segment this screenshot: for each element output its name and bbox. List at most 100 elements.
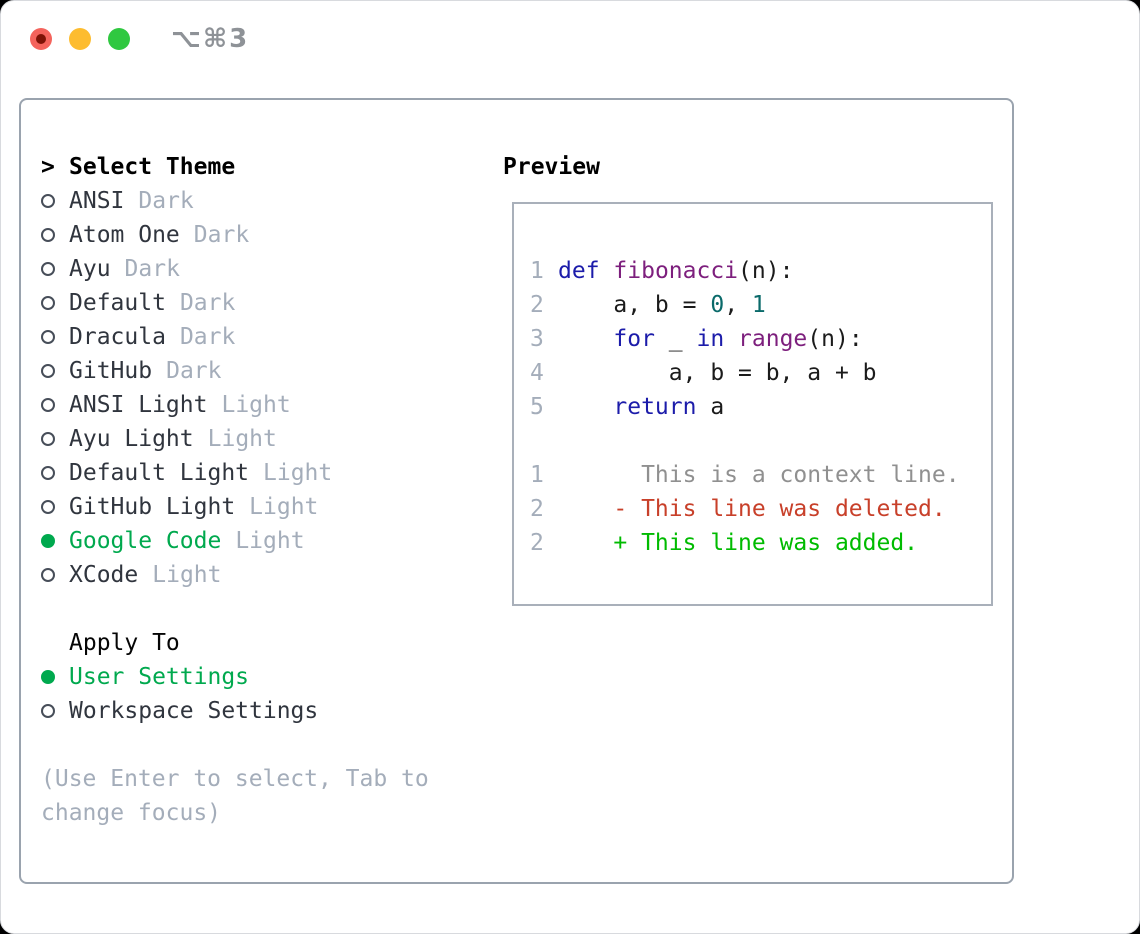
radio-selected-icon <box>41 670 55 684</box>
radio-unselected-icon <box>41 228 55 242</box>
line-number: 4 <box>530 360 544 386</box>
radio-marker <box>41 184 69 218</box>
line-number: 3 <box>530 326 544 352</box>
code-segment: range <box>738 326 808 352</box>
theme-name-label: GitHub Light <box>69 494 236 520</box>
minimize-button[interactable] <box>69 28 91 50</box>
code-line: 2 - This line was deleted. <box>530 492 991 526</box>
radio-unselected-icon <box>41 568 55 582</box>
theme-variant-label: Dark <box>138 188 194 214</box>
zoom-button[interactable] <box>108 28 130 50</box>
radio-unselected-icon <box>41 466 55 480</box>
radio-unselected-icon <box>41 262 55 276</box>
theme-name-label: Ayu <box>69 256 111 282</box>
apply-option-workspace-settings[interactable]: Workspace Settings <box>41 694 429 728</box>
theme-variant-label: Dark <box>193 222 250 248</box>
radio-unselected-icon <box>41 704 55 718</box>
theme-name-label: GitHub <box>69 358 153 384</box>
apply-option-user-settings[interactable]: User Settings <box>41 660 429 694</box>
theme-variant-label: Dark <box>124 256 180 282</box>
code-segment: 0 <box>710 292 725 318</box>
radio-marker <box>41 422 69 456</box>
apply-option-label: Workspace Settings <box>69 698 319 724</box>
code-segment <box>600 254 614 288</box>
code-segment: a, b = <box>558 292 711 318</box>
radio-marker <box>41 660 69 694</box>
code-segment: - This line was deleted. <box>558 496 946 522</box>
close-button[interactable] <box>30 28 52 50</box>
code-segment: a <box>696 394 725 420</box>
prompt-icon: > <box>41 154 55 180</box>
theme-name-label: Default <box>69 290 166 316</box>
theme-variant-label: Light <box>221 392 291 418</box>
code-segment: return <box>613 394 697 420</box>
theme-name-label: Atom One <box>69 222 180 248</box>
code-line: 2 + This line was added. <box>530 526 991 560</box>
theme-name-label: Google Code <box>69 528 222 554</box>
apply-to-header: Apply To <box>41 626 429 660</box>
radio-marker <box>41 558 69 592</box>
theme-name-label: XCode <box>69 562 139 588</box>
code-segment: a, b = b, a + b <box>558 360 877 386</box>
radio-marker <box>41 252 69 286</box>
theme-option-ayu[interactable]: Ayu Dark <box>41 252 429 286</box>
theme-select-header-label: Select Theme <box>69 154 236 180</box>
theme-option-ansi-light[interactable]: ANSI Light Light <box>41 388 429 422</box>
theme-variant-label: Light <box>207 426 277 452</box>
code-segment <box>558 390 613 424</box>
code-segment: This is a context line. <box>558 462 960 488</box>
line-number: 2 <box>530 292 544 318</box>
theme-name-label: ANSI Light <box>69 392 208 418</box>
hint-text-line-2: change focus) <box>41 800 222 826</box>
radio-marker <box>41 694 69 728</box>
theme-name-label: Default Light <box>69 460 250 486</box>
radio-unselected-icon <box>41 398 55 412</box>
apply-option-label: User Settings <box>69 664 250 690</box>
window-shortcut-label: ⌥⌘3 <box>171 24 250 54</box>
radio-marker <box>41 354 69 388</box>
code-line: 1 This is a context line. <box>530 458 991 492</box>
line-number: 5 <box>530 394 544 420</box>
code-segment: def <box>558 258 600 284</box>
code-segment <box>558 322 613 356</box>
code-segment: for <box>613 326 655 352</box>
code-segment <box>724 322 738 356</box>
radio-unselected-icon <box>41 432 55 446</box>
line-number: 2 <box>530 530 544 556</box>
theme-option-default-light[interactable]: Default Light Light <box>41 456 429 490</box>
hint-text: (Use Enter to select, Tab to change focu… <box>41 762 429 830</box>
code-segment: 1 <box>751 292 766 318</box>
code-segment: , <box>724 292 752 318</box>
radio-marker <box>41 388 69 422</box>
radio-marker <box>41 490 69 524</box>
theme-option-atom-one[interactable]: Atom One Dark <box>41 218 429 252</box>
apply-to-header-spacer <box>41 626 69 660</box>
theme-variant-label: Light <box>263 460 333 486</box>
prompt-marker: > <box>41 150 69 184</box>
code-line: 5 return a <box>530 390 991 424</box>
code-segment: _ <box>654 326 697 352</box>
code-segment: (n): <box>738 258 794 284</box>
preview-title: Preview <box>503 154 600 180</box>
titlebar: ⌥⌘3 <box>30 24 250 54</box>
theme-variant-label: Dark <box>179 324 236 350</box>
code-segment: fibonacci <box>613 258 739 284</box>
theme-name-label: Dracula <box>69 324 166 350</box>
theme-option-dracula[interactable]: Dracula Dark <box>41 320 429 354</box>
radio-unselected-icon <box>41 330 55 344</box>
code-segment: (n): <box>807 326 863 352</box>
radio-unselected-icon <box>41 364 55 378</box>
code-line: 2 a, b = 0, 1 <box>530 288 991 322</box>
